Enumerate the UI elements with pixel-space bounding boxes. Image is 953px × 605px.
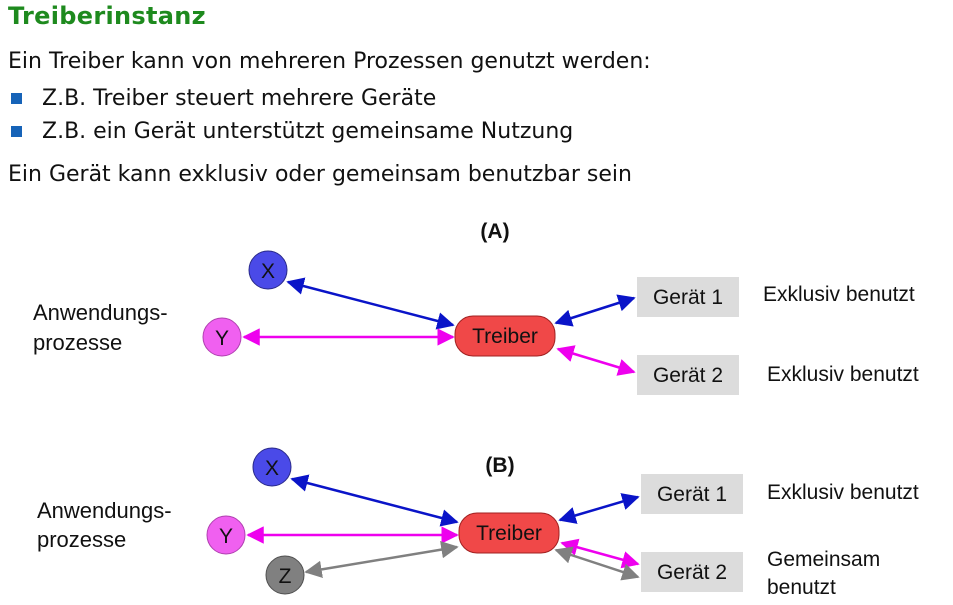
process-y-node: Y — [202, 317, 242, 357]
list-item: Z.B. Treiber steuert mehrere Geräte — [8, 82, 573, 115]
device-2-label: Gerät 2 — [657, 561, 727, 584]
arrow-z-to-driver — [304, 540, 459, 579]
process-x-label: X — [265, 457, 279, 480]
device-2-box: Gerät 2 — [641, 552, 743, 592]
diagram-a: (A) Anwendungs- prozesse X Y Treiber Ger… — [33, 220, 919, 395]
device-1-label: Gerät 1 — [653, 286, 723, 309]
process-z-node: Z — [265, 555, 305, 595]
process-y-node: Y — [206, 515, 246, 555]
device-2-status-line2: benutzt — [767, 576, 836, 599]
bullet-text: Z.B. Treiber steuert mehrere Geräte — [42, 85, 437, 111]
summary-text: Ein Gerät kann exklusiv oder gemeinsam b… — [8, 162, 632, 187]
arrow-x-to-driver — [286, 277, 455, 330]
arrow-driver-to-device2 — [556, 345, 636, 376]
diagram-b-label: (B) — [485, 454, 514, 477]
process-x-node: X — [248, 250, 288, 290]
device-1-status: Exklusiv benutzt — [763, 283, 915, 306]
bullet-list: Z.B. Treiber steuert mehrere Geräte Z.B.… — [8, 82, 573, 148]
process-y-label: Y — [215, 327, 229, 350]
list-item: Z.B. ein Gerät unterstützt gemeinsame Nu… — [8, 115, 573, 148]
square-bullet-icon — [11, 93, 22, 104]
diagram-b: (B) Anwendungs- prozesse X Y Z Treiber — [37, 447, 919, 599]
device-1-status: Exklusiv benutzt — [767, 481, 919, 504]
processes-label-line1: Anwendungs- — [37, 498, 172, 523]
device-2-status-line1: Gemeinsam — [767, 548, 880, 571]
process-y-label: Y — [219, 525, 233, 548]
arrow-driver-to-device2 — [560, 538, 640, 569]
device-2-status: Exklusiv benutzt — [767, 363, 919, 386]
diagram-a-label: (A) — [480, 220, 509, 243]
process-x-label: X — [261, 260, 275, 283]
device-1-label: Gerät 1 — [657, 483, 727, 506]
arrow-driver-to-device1 — [558, 493, 640, 524]
driver-label: Treiber — [476, 522, 542, 545]
intro-text: Ein Treiber kann von mehreren Prozessen … — [8, 49, 651, 74]
arrow-driver-to-device1 — [554, 294, 636, 327]
device-1-box: Gerät 1 — [637, 277, 739, 317]
device-2-label: Gerät 2 — [653, 364, 723, 387]
process-x-node: X — [252, 447, 292, 487]
device-2-box: Gerät 2 — [637, 355, 739, 395]
arrow-x-to-driver — [290, 474, 459, 527]
bullet-text: Z.B. ein Gerät unterstützt gemeinsame Nu… — [42, 118, 574, 144]
driver-label: Treiber — [472, 325, 538, 348]
square-bullet-icon — [11, 126, 22, 137]
processes-label-line2: prozesse — [33, 330, 122, 355]
driver-node: Treiber — [458, 512, 560, 554]
device-1-box: Gerät 1 — [641, 474, 743, 514]
processes-label-line1: Anwendungs- — [33, 300, 168, 325]
driver-node: Treiber — [454, 315, 556, 357]
arrow-driver-to-device2-shared — [554, 546, 640, 581]
process-z-label: Z — [279, 565, 292, 588]
processes-label-line2: prozesse — [37, 527, 126, 552]
page-title: Treiberinstanz — [8, 2, 206, 30]
